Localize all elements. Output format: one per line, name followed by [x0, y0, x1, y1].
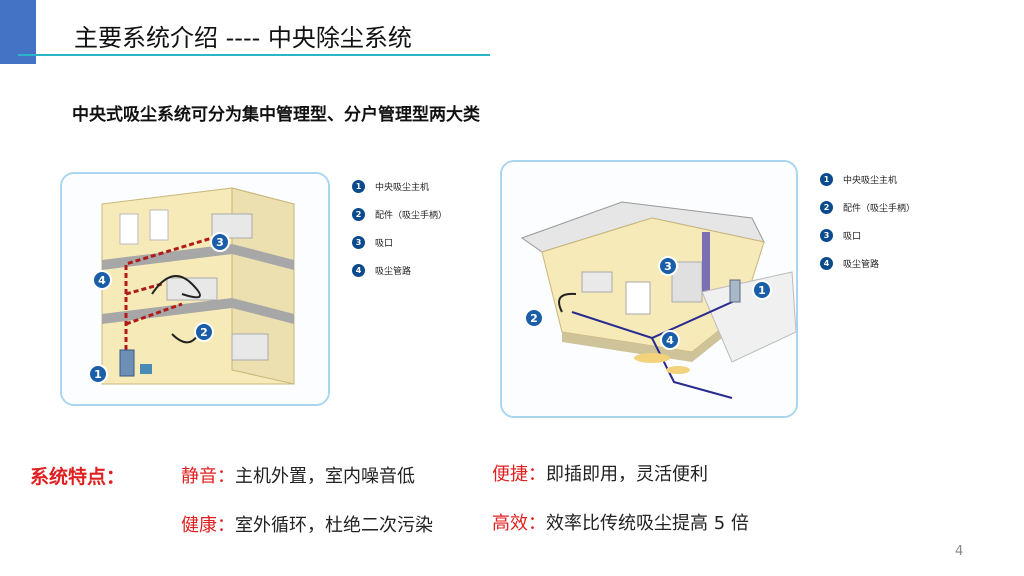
marker-3: 3	[210, 232, 230, 252]
building-cutaway-illustration: 1 2 3 4	[62, 174, 328, 404]
feature-quiet: 静音：主机外置，室内噪音低	[181, 462, 415, 488]
feature-value: 主机外置，室内噪音低	[235, 466, 415, 487]
number-badge-icon: 4	[352, 263, 365, 277]
legend-item: 2 配件（吸尘手柄）	[820, 193, 915, 221]
svg-text:1: 1	[94, 368, 102, 381]
legend-label: 配件（吸尘手柄）	[843, 203, 916, 214]
feature-value: 即插即用，灵活便利	[546, 464, 708, 485]
legend-label: 吸尘管路	[375, 266, 412, 277]
legend-label: 中央吸尘主机	[843, 175, 898, 186]
feature-health: 健康：室外循环，杜绝二次污染	[181, 511, 433, 537]
legend-item: 1 中央吸尘主机	[352, 172, 447, 200]
marker-1: 1	[88, 364, 108, 384]
legend-item: 4 吸尘管路	[352, 256, 447, 284]
feature-key: 高效：	[492, 513, 546, 534]
feature-key: 健康：	[181, 515, 235, 536]
title-underline	[18, 54, 490, 56]
page-number: 4	[955, 544, 964, 559]
feature-efficient: 高效：效率比传统吸尘提高 5 倍	[492, 509, 749, 535]
diagram-centralized-building: 1 2 3 4	[60, 172, 330, 406]
legend-label: 配件（吸尘手柄）	[375, 210, 448, 221]
number-badge-icon: 1	[352, 179, 365, 193]
feature-value: 室外循环，杜绝二次污染	[235, 515, 433, 536]
svg-text:4: 4	[666, 334, 674, 347]
feature-key: 静音：	[181, 466, 235, 487]
feature-value: 效率比传统吸尘提高 5 倍	[546, 513, 749, 534]
legend-label: 吸口	[843, 231, 862, 242]
legend-label: 中央吸尘主机	[375, 182, 430, 193]
diagram-household-house: 1 2 3 4	[500, 160, 798, 418]
feature-key: 便捷：	[492, 464, 546, 485]
legend-label: 吸口	[375, 238, 394, 249]
number-badge-icon: 2	[352, 207, 365, 221]
marker-2: 2	[194, 322, 214, 342]
legend-household: 1 中央吸尘主机 2 配件（吸尘手柄） 3 吸口 4 吸尘管路	[820, 165, 915, 277]
feature-convenient: 便捷：即插即用，灵活便利	[492, 460, 708, 486]
svg-text:3: 3	[216, 236, 224, 249]
legend-item: 4 吸尘管路	[820, 249, 915, 277]
marker-4: 4	[660, 330, 680, 350]
marker-1: 1	[752, 280, 772, 300]
svg-text:4: 4	[98, 274, 106, 287]
legend-centralized: 1 中央吸尘主机 2 配件（吸尘手柄） 3 吸口 4 吸尘管路	[352, 172, 447, 284]
svg-text:1: 1	[758, 284, 766, 297]
subtitle: 中央式吸尘系统可分为集中管理型、分户管理型两大类	[72, 105, 480, 125]
marker-4: 4	[92, 270, 112, 290]
number-badge-icon: 4	[820, 256, 833, 270]
marker-2: 2	[524, 308, 544, 328]
number-badge-icon: 2	[820, 200, 833, 214]
legend-item: 2 配件（吸尘手柄）	[352, 200, 447, 228]
page-title: 主要系统介绍 ---- 中央除尘系统	[74, 24, 412, 52]
title-accent-bar	[0, 0, 36, 64]
house-cutaway-illustration: 1 2 3 4	[502, 162, 796, 416]
legend-label: 吸尘管路	[843, 259, 880, 270]
legend-item: 3 吸口	[352, 228, 447, 256]
svg-text:2: 2	[530, 312, 538, 325]
legend-item: 1 中央吸尘主机	[820, 165, 915, 193]
legend-item: 3 吸口	[820, 221, 915, 249]
features-heading: 系统特点：	[30, 466, 126, 488]
number-badge-icon: 3	[352, 235, 365, 249]
svg-text:3: 3	[664, 260, 672, 273]
number-badge-icon: 3	[820, 228, 833, 242]
svg-text:2: 2	[200, 326, 208, 339]
marker-3: 3	[658, 256, 678, 276]
number-badge-icon: 1	[820, 172, 833, 186]
